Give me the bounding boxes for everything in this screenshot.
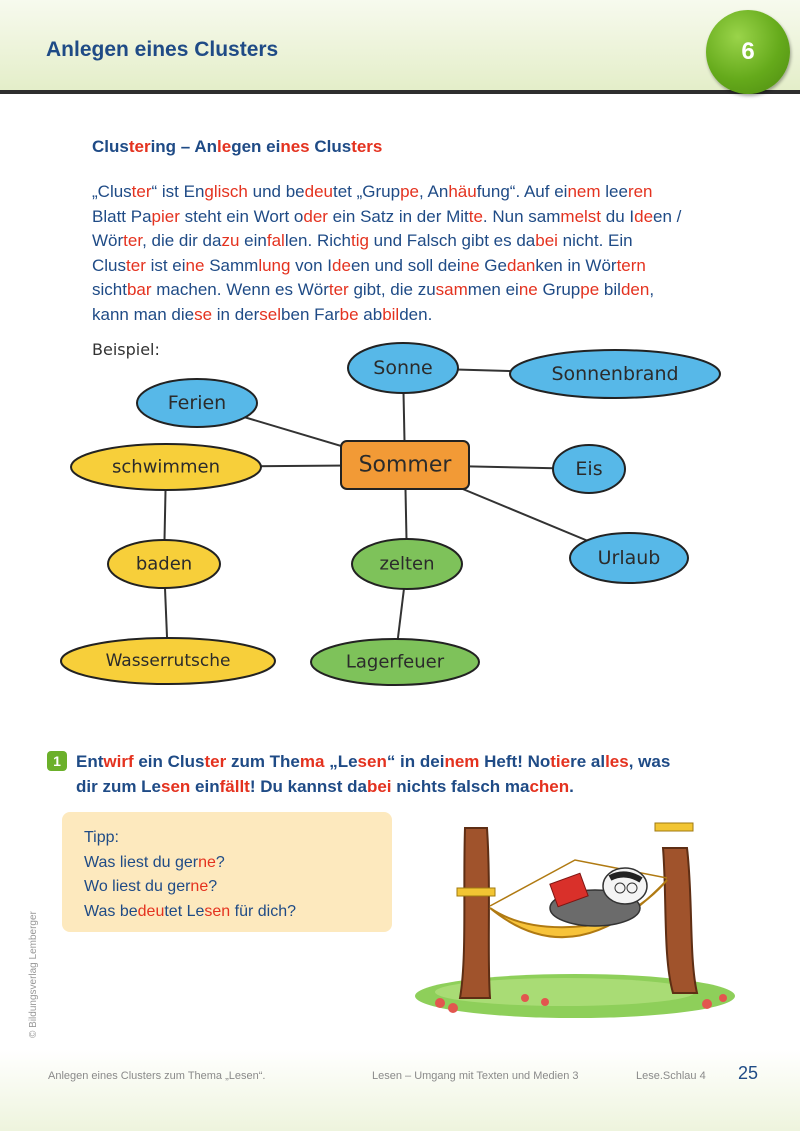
- node-schwimmen-shape: [70, 443, 262, 491]
- badger-hammock-illustration: [405, 808, 745, 1023]
- task-line: Entwirf ein Cluster zum Thema „Lesen“ in…: [76, 752, 671, 771]
- node-sonnenbrand-shape: [509, 349, 721, 399]
- page-footer: Anlegen eines Clusters zum Thema „Lesen“…: [0, 1050, 800, 1131]
- task-number-badge: 1: [47, 751, 67, 771]
- intro-line: Blatt Papier steht ein Wort oder ein Sat…: [92, 206, 682, 226]
- node-baden-label: baden: [135, 553, 193, 575]
- tip-line: Tipp:: [84, 829, 119, 846]
- task-line: dir zum Lesen einfällt! Du kannst dabei …: [76, 777, 574, 796]
- intro-line: Wörter, die dir dazu einfallen. Richtig …: [92, 231, 633, 250]
- node-ferien-label: Ferien: [167, 392, 227, 414]
- node-sommer-label: Sommer: [358, 452, 452, 478]
- diagram-example-label: Beispiel:: [92, 340, 160, 359]
- node-ferien-shape: [136, 378, 258, 428]
- node-urlaub-label: Urlaub: [597, 547, 661, 569]
- footer-left: Anlegen eines Clusters zum Thema „Lesen“…: [48, 1070, 266, 1082]
- node-sonne-label: Sonne: [373, 357, 433, 379]
- intro-paragraph: „Cluster“ ist Englisch und bedeutet „Gru…: [92, 180, 752, 327]
- intro-line: kann man diese in derselben Farbe abbild…: [92, 304, 433, 324]
- chapter-badge: 6: [706, 10, 790, 94]
- node-schwimmen-label: schwimmen: [112, 456, 220, 478]
- node-lagerfeuer-label: Lagerfeuer: [345, 651, 445, 673]
- tip-box: Tipp: Was liest du gerne? Wo liest du gern…: [62, 812, 392, 932]
- node-lagerfeuer-shape: [310, 638, 480, 686]
- intro-line: sichtbar machen. Wenn es Wörter gibt, di…: [92, 280, 655, 299]
- page-header: Anlegen eines Clusters: [0, 0, 800, 94]
- tip-line: Was bedeutet Lesen für dich?: [84, 902, 296, 920]
- footer-middle: Lesen – Umgang mit Texten und Medien 3: [372, 1070, 579, 1082]
- node-zelten-shape: [351, 538, 463, 590]
- node-baden-shape: [107, 539, 221, 589]
- node-eis-label: Eis: [575, 458, 603, 480]
- node-urlaub-shape: [569, 532, 689, 584]
- node-eis-shape: [552, 444, 626, 494]
- node-sonne-shape: [347, 342, 459, 394]
- intro-line: Cluster ist eine Sammlung von Ideen und …: [92, 255, 646, 275]
- node-sonnenbrand-label: Sonnenbrand: [551, 363, 679, 385]
- node-wasserrutsche-label: Wasserrutsche: [105, 651, 231, 671]
- tip-text: Tipp: Was liest du gerne? Wo liest du gern…: [84, 826, 296, 924]
- node-sommer-shape: [340, 440, 470, 490]
- tip-line: Was liest du gerne?: [84, 853, 225, 871]
- node-wasserrutsche-shape: [60, 637, 276, 685]
- node-zelten-label: zelten: [379, 553, 435, 575]
- task-instruction: Entwirf ein Cluster zum Thema „Lesen“ in…: [76, 749, 766, 799]
- intro-line: „Cluster“ ist Englisch und bedeutet „Gru…: [92, 182, 653, 201]
- page-number: 25: [738, 1063, 759, 1083]
- cluster-diagram-svg: [60, 342, 721, 686]
- tip-line: Wo liest du gerne?: [84, 878, 218, 895]
- section-title: Clustering – Anlegen eines Clusters: [92, 137, 383, 156]
- copyright-notice: © Bildungsverlag Lemberger: [28, 911, 39, 1038]
- header-title: Anlegen eines Clusters: [46, 38, 279, 61]
- footer-right: Lese.Schlau 4: [636, 1070, 706, 1082]
